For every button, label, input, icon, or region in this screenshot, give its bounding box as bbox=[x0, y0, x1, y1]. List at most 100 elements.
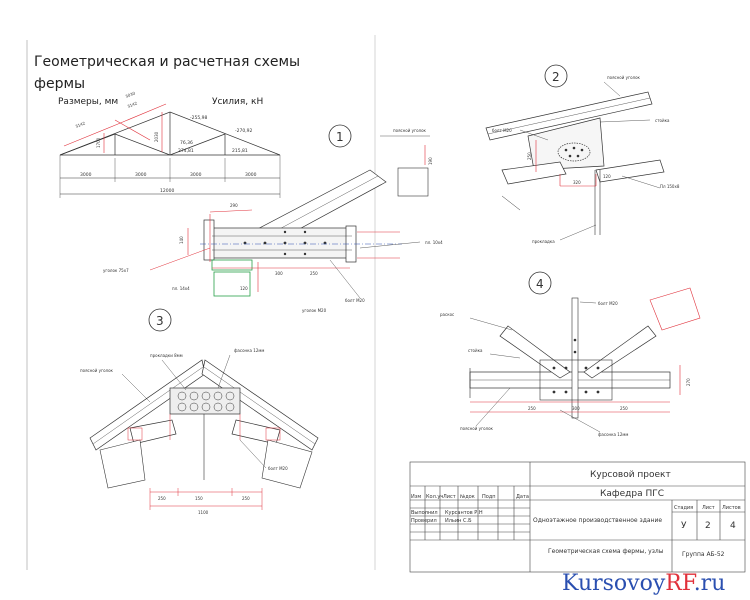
watermark-part2: RF bbox=[665, 571, 697, 596]
node-3-detail: 3 bbox=[89, 308, 319, 510]
truss-member-dim: 3030 bbox=[125, 90, 137, 99]
title-block-drawing: Геометрическая схема фермы, узлы bbox=[548, 548, 664, 555]
truss-force: 76,36 bbox=[180, 140, 193, 146]
truss-diagonal bbox=[114, 133, 171, 156]
title-block-performer-role: Выполнил bbox=[411, 510, 438, 516]
title-block-sheet-header: Лист bbox=[702, 505, 715, 511]
node-2-dim: 250 bbox=[527, 152, 532, 160]
node-1-dim: 290 bbox=[230, 203, 238, 208]
node-4-dim: 300 bbox=[572, 406, 580, 411]
node-4-detail: 4 bbox=[469, 271, 701, 433]
node-1-number: 1 bbox=[336, 130, 344, 144]
node-4-callout: фасонка 12мм bbox=[598, 432, 628, 437]
node-2-marker bbox=[544, 64, 568, 88]
node-1-support-plate bbox=[211, 259, 253, 271]
title-block-head: Изм bbox=[411, 494, 421, 500]
drawing-title-line1: Геометрическая и расчетная схемы bbox=[34, 54, 300, 70]
title-block-stage-header: Стадия bbox=[674, 505, 693, 511]
title-block-checker-role: Проверил bbox=[411, 518, 437, 524]
node-2-callout: стойка bbox=[655, 118, 670, 123]
title-block-head: №док bbox=[460, 494, 475, 500]
node-1-callout: уголок М20 bbox=[302, 308, 327, 313]
node-3-right-chord bbox=[201, 359, 319, 451]
node-4-dim: 270 bbox=[686, 378, 691, 386]
node-3-bolts bbox=[177, 391, 235, 412]
truss-red-dimensions bbox=[63, 103, 167, 153]
node-1-gusset bbox=[211, 227, 353, 259]
watermark: KursovoyRF.ru bbox=[562, 571, 725, 596]
node-2-callout: поясной уголок bbox=[607, 75, 641, 80]
node-2-detail: 2 bbox=[485, 64, 665, 235]
truss-force: -255,98 bbox=[190, 115, 208, 121]
node-1-callout: болт М20 bbox=[345, 298, 365, 303]
node-3-callout: прокладки 8мм bbox=[150, 353, 183, 358]
node-4-gusset bbox=[539, 359, 613, 401]
node-1-dim: 120 bbox=[240, 286, 248, 291]
truss-panel-dim: 3000 bbox=[245, 172, 257, 178]
truss-panel-dim: 3000 bbox=[190, 172, 202, 178]
title-block-department: Кафедра ПГС bbox=[600, 489, 664, 499]
node-3-dim: 150 bbox=[195, 496, 203, 501]
node-4-marker bbox=[528, 271, 552, 295]
truss-span-dim: 12000 bbox=[160, 188, 174, 194]
truss-force: -270,92 bbox=[235, 128, 253, 134]
node-4-left-diagonal bbox=[499, 325, 571, 379]
title-block-group: Группа АБ-52 bbox=[682, 551, 725, 558]
forces-label: Усилия, кН bbox=[212, 97, 263, 107]
node-4-dim: 250 bbox=[620, 406, 628, 411]
node-1-dim: 140 bbox=[179, 236, 184, 244]
node-3-marker bbox=[148, 308, 172, 332]
watermark-part1: Kursovoy bbox=[562, 571, 666, 596]
title-block-head: Лист bbox=[443, 494, 456, 500]
title-block-head: Кол.уч bbox=[426, 494, 443, 500]
node-1-callout: пл. 14х4 bbox=[172, 286, 190, 291]
truss-member-dim: 3142 bbox=[75, 120, 87, 129]
truss-member-dim: 3142 bbox=[127, 100, 139, 109]
node-4-callout: поясной уголок bbox=[460, 426, 494, 431]
node-1-dim: 190 bbox=[428, 157, 433, 165]
truss-member-dim: 2030 bbox=[154, 131, 159, 142]
truss-scheme bbox=[59, 111, 281, 198]
node-2-callout: прокладка bbox=[532, 239, 555, 244]
title-block-sheets: 4 bbox=[730, 521, 736, 531]
node-1-detail: 1 bbox=[187, 124, 430, 297]
node-1-dim: 300 bbox=[275, 271, 283, 276]
node-3-dim: 250 bbox=[158, 496, 166, 501]
node-3-callout: болт М20 bbox=[268, 466, 288, 471]
node-4-callout: болт М20 bbox=[598, 301, 618, 306]
title-block bbox=[409, 461, 746, 573]
truss-panel-dim: 3000 bbox=[135, 172, 147, 178]
node-2-callout: болт М20 bbox=[492, 128, 512, 133]
title-block-object: Одноэтажное производственное здание bbox=[533, 517, 662, 524]
node-1-callout: поясной уголок bbox=[393, 128, 427, 133]
title-block-project: Курсовой проект bbox=[590, 470, 671, 480]
node-4-bolts bbox=[552, 338, 600, 394]
node-3-dim: 1100 bbox=[198, 510, 209, 515]
node-2-dim: 120 bbox=[603, 174, 611, 179]
title-block-performer-name: Курсантов Р.Н bbox=[445, 510, 483, 516]
node-2-callout: Пл 150х8 bbox=[660, 184, 680, 189]
node-2-gusset bbox=[527, 117, 605, 171]
watermark-part3: .ru bbox=[694, 571, 726, 596]
truss-member-dim: 1700 bbox=[96, 137, 101, 148]
node-1-marker bbox=[328, 124, 352, 148]
node-3-callout: фасонка 12мм bbox=[234, 348, 264, 353]
truss-panel-dim: 3000 bbox=[80, 172, 92, 178]
truss-force: 274,81 bbox=[178, 148, 194, 154]
title-block-head: Подп bbox=[482, 494, 496, 500]
title-block-stage: У bbox=[681, 521, 687, 531]
dimensions-label: Размеры, мм bbox=[58, 97, 118, 107]
title-block-sheet: 2 bbox=[705, 521, 711, 531]
truss-diagonal bbox=[59, 133, 116, 156]
node-1-callout: уголок 75х7 bbox=[103, 268, 129, 273]
title-block-checker-name: Ильин С.Б bbox=[445, 518, 472, 524]
node-1-callout: пл. 10х4 bbox=[425, 240, 443, 245]
drawing-title-line2: фермы bbox=[34, 76, 85, 92]
truss-force: 215,81 bbox=[232, 148, 248, 154]
node-4-callout: раскос bbox=[440, 312, 454, 317]
node-4-callout: стойка bbox=[468, 348, 483, 353]
node-2-bolt-group bbox=[557, 142, 591, 162]
node-3-callout: поясной уголок bbox=[80, 368, 114, 373]
node-2-number: 2 bbox=[552, 70, 560, 84]
